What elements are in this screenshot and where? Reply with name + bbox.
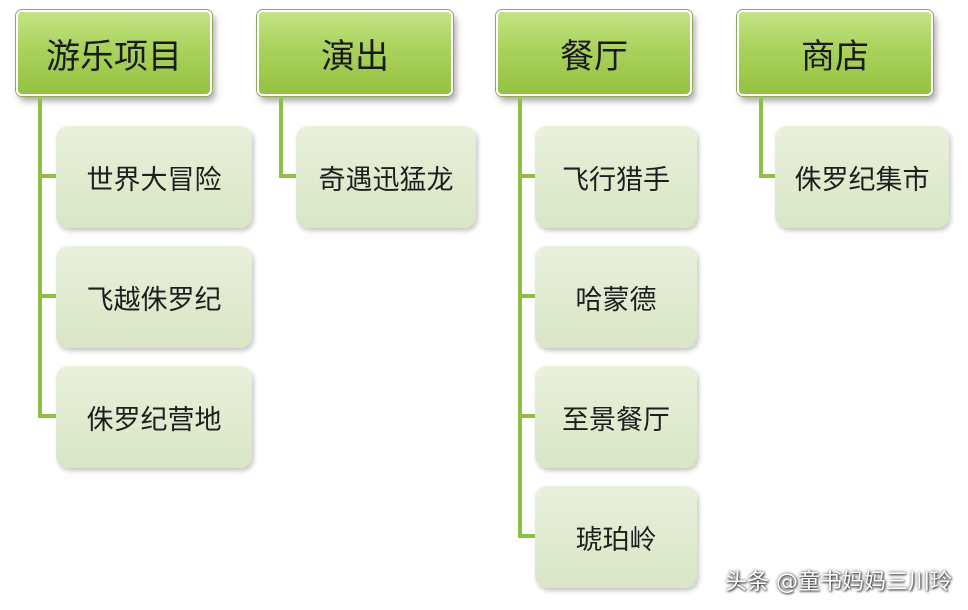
header-attractions: 游乐项目 bbox=[16, 10, 212, 96]
connector-restaurants bbox=[518, 98, 522, 536]
branch-connector bbox=[38, 414, 56, 418]
item-flying-over-jurassic: 飞越侏罗纪 bbox=[56, 246, 252, 348]
header-shops: 商店 bbox=[737, 10, 933, 96]
item-flying-hunter: 飞行猎手 bbox=[535, 126, 697, 228]
connector-shops bbox=[759, 98, 763, 178]
item-jurassic-camp: 侏罗纪营地 bbox=[56, 366, 252, 468]
branch-connector bbox=[518, 174, 536, 178]
connector-shows bbox=[279, 98, 283, 178]
branch-connector bbox=[38, 174, 56, 178]
header-shows: 演出 bbox=[257, 10, 453, 96]
watermark-text: 头条 @童书妈妈三川玲 bbox=[725, 570, 952, 595]
header-restaurants: 餐厅 bbox=[496, 10, 692, 96]
item-amber-ridge: 琥珀岭 bbox=[535, 486, 697, 588]
branch-connector bbox=[518, 534, 536, 538]
item-jurassic-market: 侏罗纪集市 bbox=[775, 126, 949, 228]
branch-connector bbox=[279, 174, 297, 178]
branch-connector bbox=[38, 294, 56, 298]
branch-connector bbox=[518, 294, 536, 298]
item-hammond: 哈蒙德 bbox=[535, 246, 697, 348]
connector-attractions bbox=[38, 98, 42, 416]
item-raptor-encounter: 奇遇迅猛龙 bbox=[296, 126, 476, 228]
item-world-adventure: 世界大冒险 bbox=[56, 126, 252, 228]
item-view-restaurant: 至景餐厅 bbox=[535, 366, 697, 468]
branch-connector bbox=[518, 414, 536, 418]
branch-connector bbox=[759, 174, 777, 178]
